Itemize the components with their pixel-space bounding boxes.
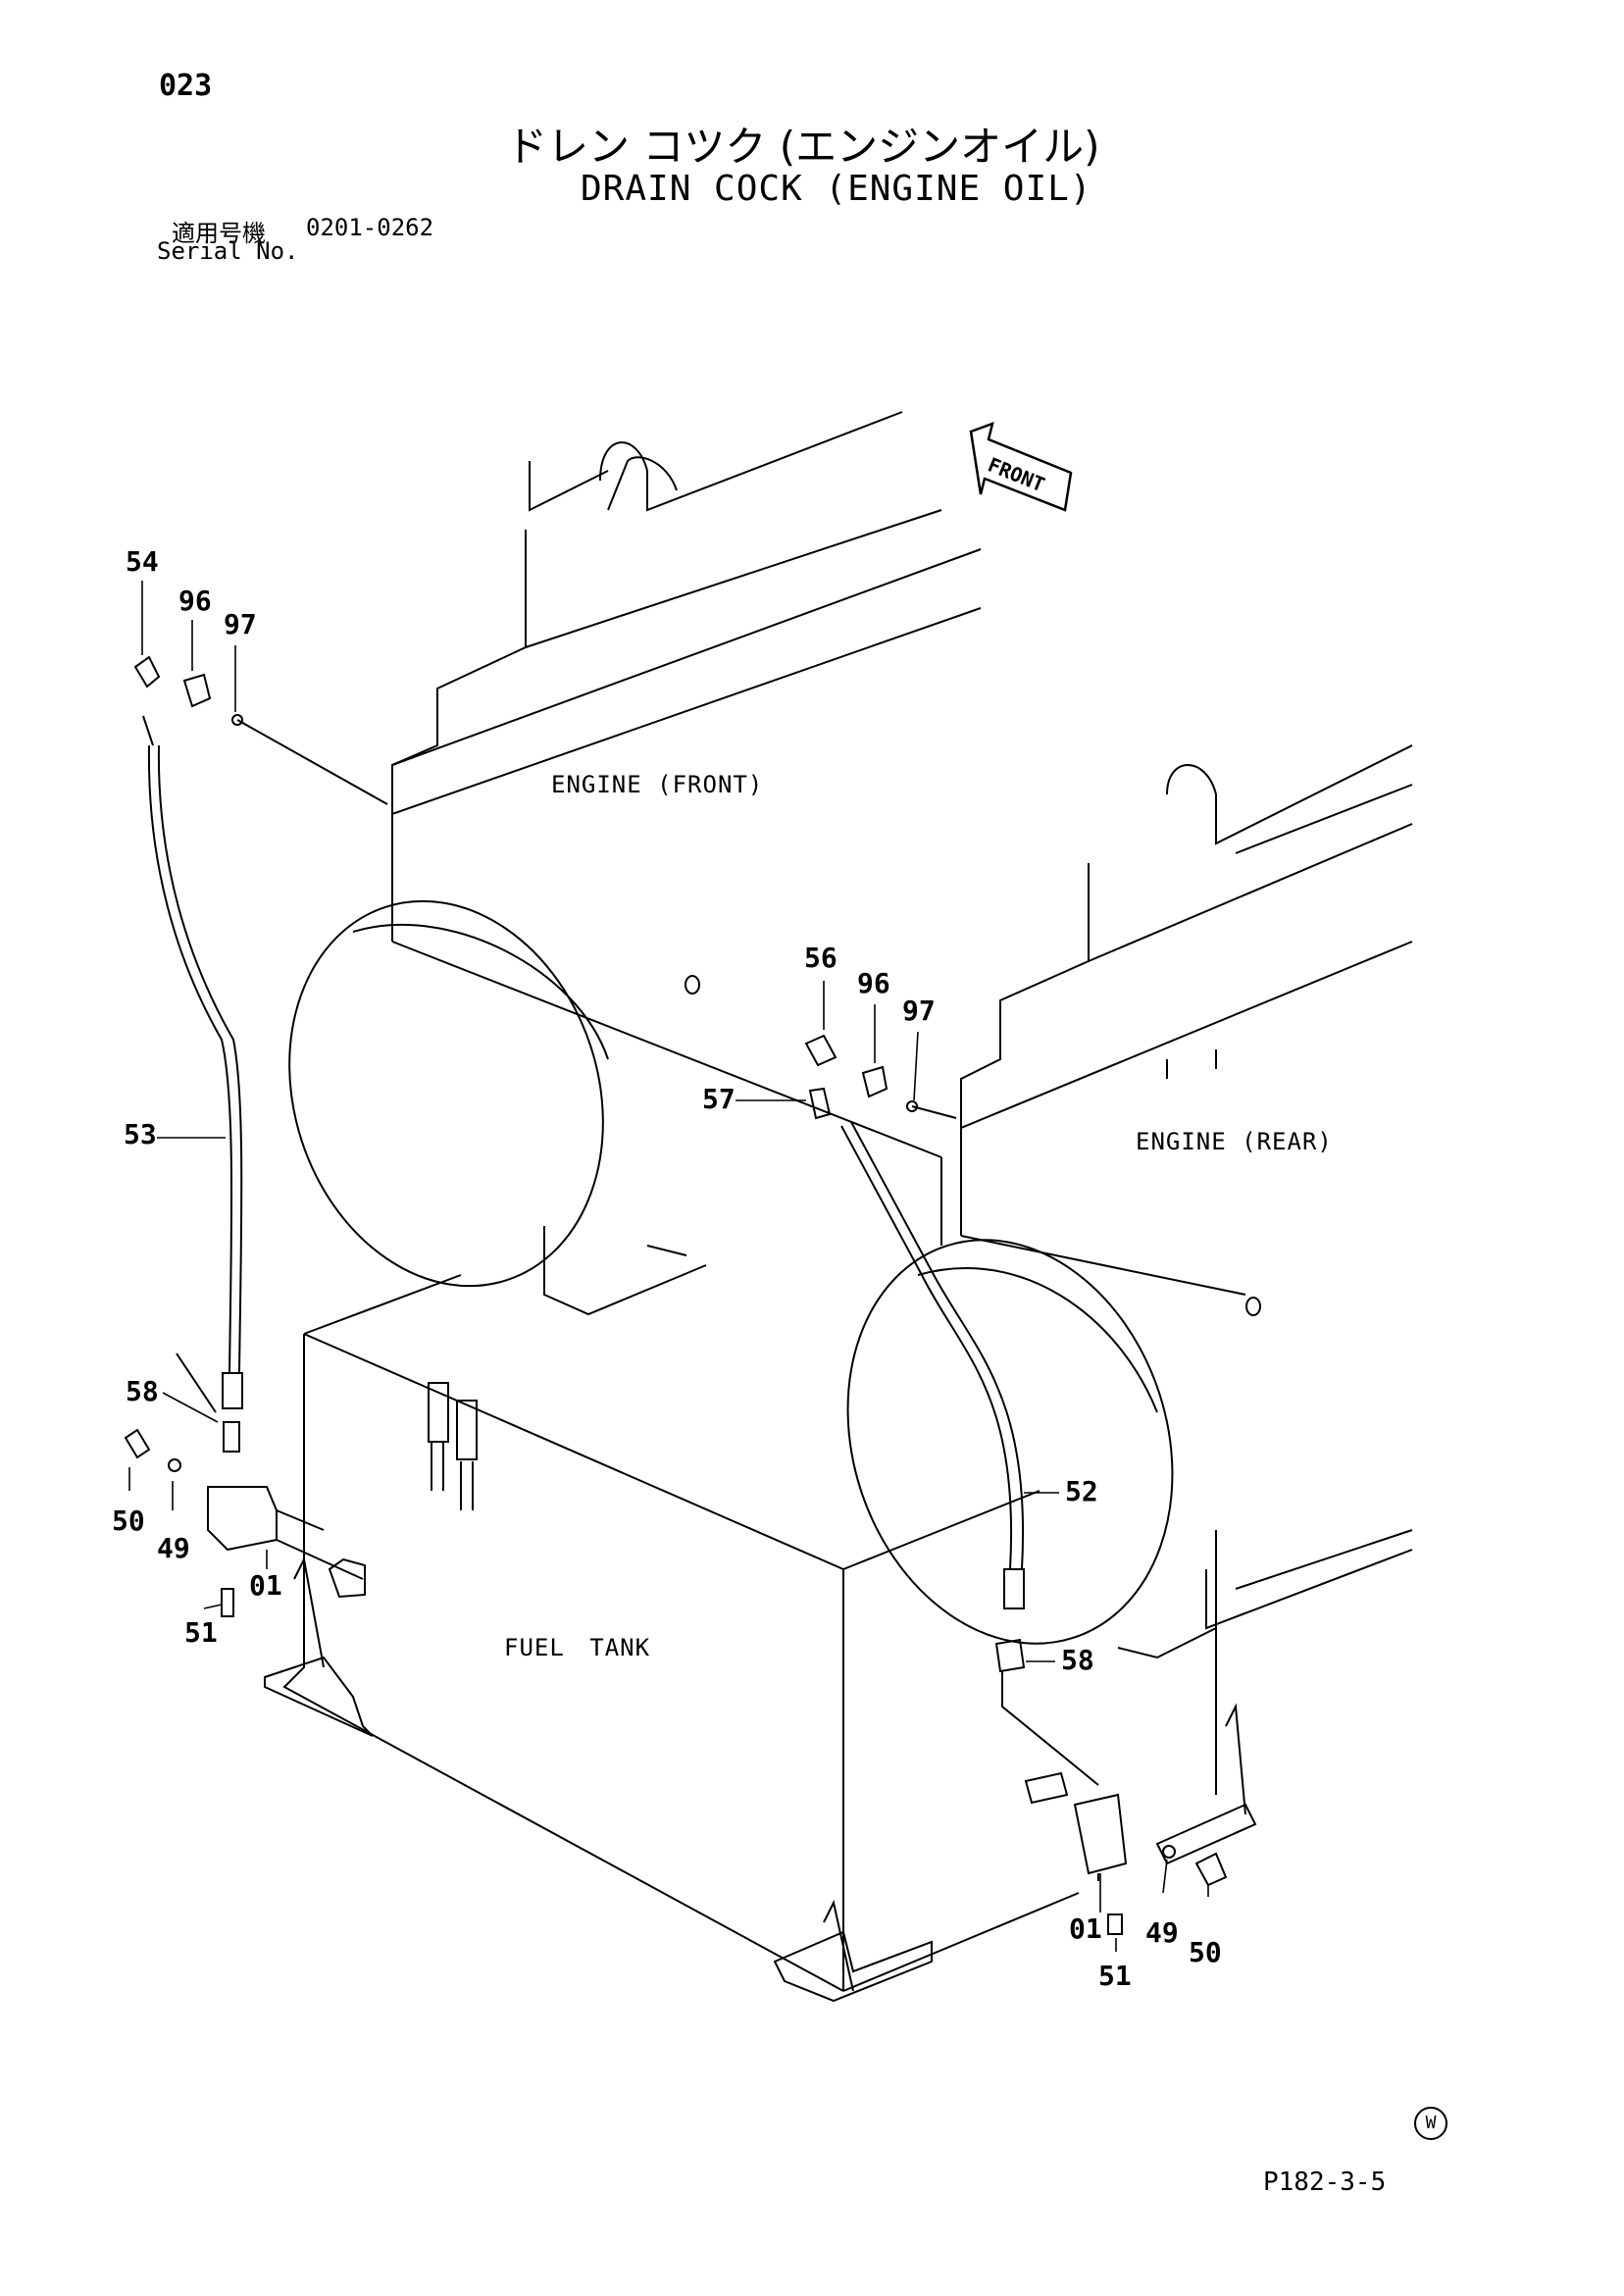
part-number: 58 [126, 1375, 159, 1407]
part-number: 52 [1065, 1475, 1098, 1507]
part-number: 56 [804, 942, 837, 974]
part-number: 49 [157, 1532, 190, 1564]
right-drain-hose-assembly [804, 1034, 1228, 1935]
part-number: 50 [112, 1505, 145, 1537]
engine-front-drawing [288, 411, 982, 1316]
part-number: 51 [184, 1616, 218, 1649]
part-number: 97 [902, 995, 936, 1027]
title-english: DRAIN COCK (ENGINE OIL) [581, 169, 1092, 209]
engine-rear-drawing [846, 744, 1413, 1659]
part-number: 57 [702, 1083, 736, 1115]
part-number: 51 [1098, 1960, 1132, 1992]
page-number: 023 [159, 69, 213, 103]
part-number: 01 [1069, 1913, 1102, 1945]
title-japanese: ドレン コツク (エンジンオイル) [506, 123, 1100, 171]
fuel-tank-label: FUEL TANK [504, 1634, 651, 1661]
part-number: 96 [857, 967, 890, 999]
part-number: 96 [178, 585, 212, 617]
serial-label-english: Serial No. [157, 237, 299, 265]
fuel-tank-drawing [264, 1274, 1257, 2003]
leader-lines [128, 581, 1209, 1952]
engine-front-label: ENGINE (FRONT) [551, 771, 764, 798]
serial-range: 0201-0262 [306, 214, 434, 241]
part-number: 50 [1189, 1936, 1222, 1968]
engine-rear-label: ENGINE (REAR) [1136, 1128, 1333, 1155]
front-arrow-icon: FRONT [969, 422, 1073, 512]
w-circle-mark: W [1414, 2107, 1447, 2140]
part-number: 49 [1145, 1916, 1179, 1949]
part-number: 54 [126, 545, 159, 578]
serial-label-japanese: 適用号機 [172, 220, 266, 247]
drawing-code: P182-3-5 [1263, 2168, 1387, 2197]
part-number: 58 [1061, 1644, 1094, 1676]
left-drain-hose-assembly [124, 655, 388, 1617]
part-number: 53 [124, 1118, 157, 1150]
part-number: 01 [249, 1569, 282, 1602]
part-number: 97 [224, 608, 257, 640]
